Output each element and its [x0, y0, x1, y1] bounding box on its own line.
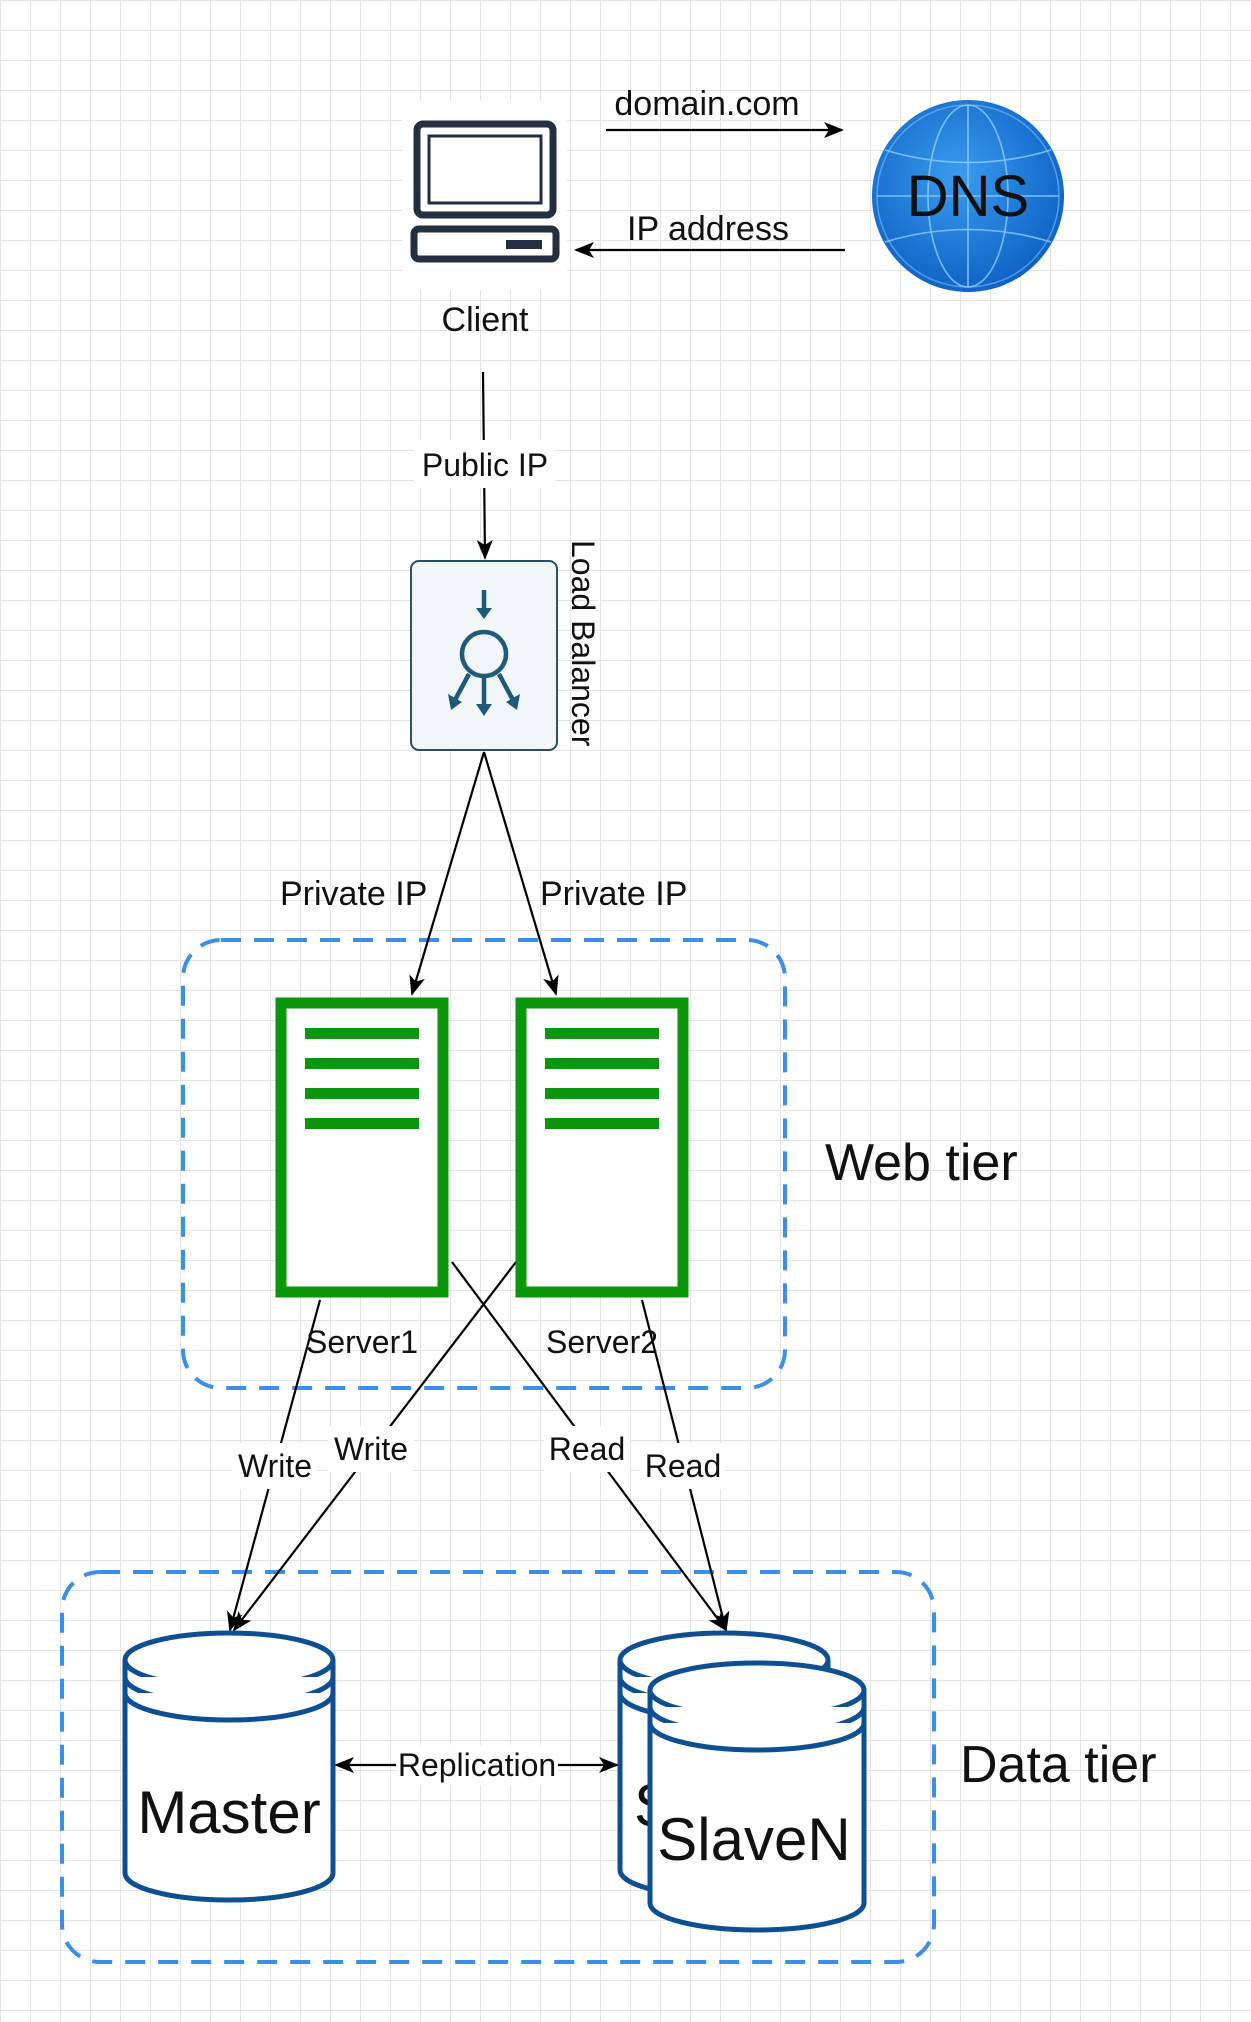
edge-lb-to-server1: [409, 751, 486, 996]
edge-label-private-ip-left: Private IP: [280, 875, 427, 913]
dns-label: DNS: [907, 164, 1029, 229]
slaven-label: SlaveN: [657, 1806, 850, 1873]
load-balancer-label: Load Balancer: [565, 540, 601, 747]
edge-label-bg: [640, 1443, 726, 1489]
master-database[interactable]: Master: [122, 1630, 336, 1903]
load-balancer-icon: [448, 590, 520, 716]
server1-node[interactable]: Server1: [275, 997, 449, 1360]
edge-label-bg: [544, 1426, 630, 1472]
dns-node[interactable]: DNS: [872, 100, 1064, 292]
edge-label-read-cross: Read: [549, 1431, 626, 1467]
server2-label: Server2: [546, 1324, 658, 1360]
load-balancer-node[interactable]: Load Balancer: [410, 540, 601, 751]
edge-lb-to-server2: [482, 751, 559, 996]
client-label: Client: [442, 301, 529, 339]
data-tier-group: [60, 1570, 936, 1964]
edge-label-ip-address: IP address: [627, 210, 789, 248]
master-label: Master: [137, 1779, 320, 1846]
edge-label-replication: Replication: [398, 1747, 556, 1783]
edge-label-public-ip: Public IP: [422, 447, 548, 483]
edge-label-domain: domain.com: [614, 85, 799, 123]
slave-database-front[interactable]: SlaveN: [647, 1660, 867, 1933]
server1-label: Server1: [306, 1324, 418, 1360]
data-tier-label: Data tier: [960, 1736, 1157, 1794]
desktop-computer-icon: [410, 120, 560, 263]
edge-label-bg: [414, 440, 556, 488]
edge-label-bg: [232, 1443, 318, 1489]
client-node[interactable]: Client: [402, 100, 567, 339]
edge-label-read-right: Read: [645, 1448, 722, 1484]
globe-icon: [877, 104, 1059, 288]
web-tier-label: Web tier: [825, 1134, 1018, 1192]
edge-label-write-cross: Write: [334, 1431, 408, 1467]
edge-label-bg: [396, 1745, 558, 1785]
web-tier-group: [181, 938, 787, 1390]
edge-label-bg: [328, 1426, 414, 1472]
edge-label-write-left: Write: [238, 1448, 312, 1484]
server2-node[interactable]: Server2: [515, 997, 689, 1360]
edge-label-private-ip-right: Private IP: [540, 875, 687, 913]
